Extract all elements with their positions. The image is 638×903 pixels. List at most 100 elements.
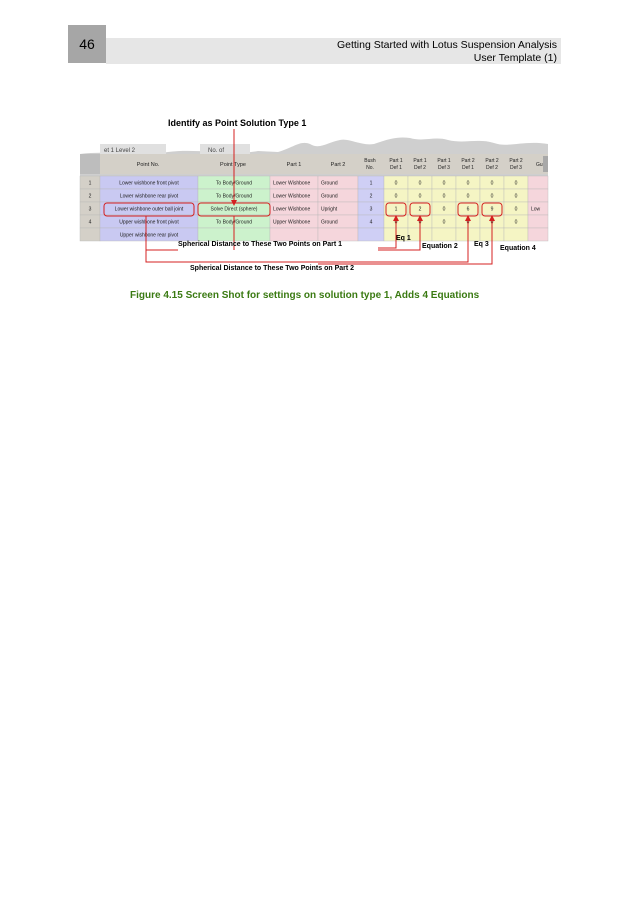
col-header-p1d3-line2: Def 3 — [438, 165, 450, 171]
table-cell-text-d5: 0 — [491, 181, 494, 187]
table-cell-text-d5: 9 — [491, 207, 494, 213]
arrow-eq1 — [378, 215, 399, 249]
table-cell-part2[interactable] — [317, 227, 359, 242]
table-cell-text-part2: Ground — [321, 181, 338, 187]
col-header-p2d2-line2: Def 2 — [486, 165, 498, 171]
table-cell-text-part1: Upper Wishbone — [273, 220, 310, 226]
table-cell-text-d6: 0 — [515, 181, 518, 187]
page-number: 46 — [68, 25, 106, 63]
col-header-p1d2-line1: Part 1 — [413, 158, 427, 164]
col-header-p2d1-line1: Part 2 — [461, 158, 475, 164]
col-header-point-no: Point No. — [137, 162, 160, 168]
table-cell-text-name: Upper wishbone rear pivot — [120, 233, 179, 239]
table-cell-text-d5: 0 — [491, 194, 494, 200]
figure-screenshot: et 1 Level 2 No. of Point No. Point Type… — [78, 110, 558, 280]
arrow-eq4 — [318, 215, 495, 265]
table-cell-text-d6: 0 — [515, 207, 518, 213]
table-cell-text-bush: 3 — [370, 207, 373, 213]
table-cell-text-idx: 1 — [89, 181, 92, 187]
table-cell-text-d6: 0 — [515, 220, 518, 226]
table-cell-text-d4: 0 — [467, 181, 470, 187]
spreadsheet-figure: et 1 Level 2 No. of Point No. Point Type… — [79, 118, 549, 272]
table-cell-text-d3: 0 — [443, 207, 446, 213]
table-cell-extra[interactable] — [527, 175, 549, 190]
highlight-point-name — [103, 202, 195, 217]
label-eq3: Eq 3 — [474, 241, 489, 248]
col-header-gu: Gu — [536, 162, 543, 168]
table-cell-idx[interactable] — [79, 227, 101, 242]
table-cell-d3[interactable] — [431, 227, 457, 242]
col-header-p2d1-line2: Def 1 — [462, 165, 474, 171]
col-header-p1d1-line2: Def 1 — [390, 165, 402, 171]
arrow-eq3 — [318, 215, 471, 263]
col-header-bush-line1: Bush — [364, 158, 376, 164]
col-header-bush: Bush No. — [364, 158, 376, 171]
scrollbar-thumb[interactable] — [543, 156, 548, 172]
figure-caption: Figure 4.15 Screen Shot for settings on … — [130, 290, 480, 301]
table-cell-text-d4: 6 — [467, 207, 470, 213]
table-cell-extra[interactable] — [527, 188, 549, 203]
col-header-bush-line2: No. — [366, 165, 374, 171]
col-header-p2d1: Part 2 Def 1 — [461, 158, 475, 171]
col-header-p2d3: Part 2 Def 3 — [509, 158, 523, 171]
toolbar-label-noof: No. of — [208, 148, 224, 154]
table-row: 3 Lower wishbone outer ball joint Solve Di… — [79, 201, 549, 216]
table-cell-part1[interactable] — [269, 227, 319, 242]
table-cell-text-bush: 2 — [370, 194, 373, 200]
col-header-p1d3-line1: Part 1 — [437, 158, 451, 164]
table-cell-text-idx: 2 — [89, 194, 92, 200]
table-cell-text-d1: 0 — [395, 181, 398, 187]
col-header-part2: Part 2 — [331, 162, 346, 168]
table-cell-text-d3: 0 — [443, 181, 446, 187]
column-header-strip — [80, 154, 548, 174]
col-header-p1d2: Part 1 Def 2 — [413, 158, 427, 171]
toolbar-tab-noof — [200, 144, 250, 154]
table-row: Upper wishbone rear pivot — [79, 227, 549, 242]
table-cell-text-d3: 0 — [443, 220, 446, 226]
table-cell-text-d1: 0 — [395, 194, 398, 200]
table-cell-text-name: Lower wishbone rear pivot — [120, 194, 179, 200]
col-header-p2d2-line1: Part 2 — [485, 158, 499, 164]
table-cell-text-bush: 1 — [370, 181, 373, 187]
table-cell-text-type: Solve Direct (sphere) — [211, 207, 258, 213]
callout-point-solution: Identify as Point Solution Type 1 — [168, 118, 306, 128]
col-header-p2d2: Part 2 Def 2 — [485, 158, 499, 171]
table-cell-extra[interactable] — [527, 227, 549, 242]
table-cell-text-part2: Ground — [321, 194, 338, 200]
table-cell-bush[interactable] — [357, 227, 385, 242]
table-cell-text-idx: 3 — [89, 207, 92, 213]
label-eq2: Equation 2 — [422, 243, 458, 250]
table-cell-text-extra: Low — [531, 207, 541, 213]
arrow-eq2 — [378, 215, 423, 251]
table-cell-text-part2: Ground — [321, 220, 338, 226]
col-header-p2d3-line2: Def 3 — [510, 165, 522, 171]
table-cell-text-bush: 4 — [370, 220, 373, 226]
header-title-line-2: User Template (1) — [473, 52, 557, 64]
running-header: Getting Started with Lotus Suspension An… — [106, 38, 561, 64]
header-title-line-1: Getting Started with Lotus Suspension An… — [336, 39, 557, 51]
annotation-part2: Spherical Distance to These Two Points o… — [190, 265, 354, 272]
table-cell-text-name: Lower wishbone outer ball joint — [115, 207, 184, 213]
table-cell-text-part2: Upright — [321, 207, 338, 213]
table-cell-text-idx: 4 — [89, 220, 92, 226]
col-header-part1: Part 1 — [287, 162, 302, 168]
label-eq4: Equation 4 — [500, 245, 536, 252]
toolbar-label-level: et 1 Level 2 — [104, 148, 136, 154]
table-cell-text-part1: Lower Wishbone — [273, 194, 310, 200]
table-cell-text-name: Upper wishbone front pivot — [119, 220, 179, 226]
table-cell-text-d2: 0 — [419, 194, 422, 200]
table-cell-text-d6: 0 — [515, 194, 518, 200]
table-cell-text-part1: Lower Wishbone — [273, 181, 310, 187]
table-cell-d6[interactable] — [503, 227, 529, 242]
col-header-point-type: Point Type — [220, 162, 246, 168]
col-header-p1d3: Part 1 Def 3 — [437, 158, 451, 171]
label-eq1: Eq 1 — [396, 235, 411, 242]
header-title: Getting Started with Lotus Suspension An… — [337, 39, 557, 65]
table-cell-text-d2: 0 — [419, 181, 422, 187]
toolbar-tab-level — [100, 144, 166, 154]
col-header-p1d1: Part 1 Def 1 — [389, 158, 403, 171]
table-cell-extra[interactable] — [527, 214, 549, 229]
